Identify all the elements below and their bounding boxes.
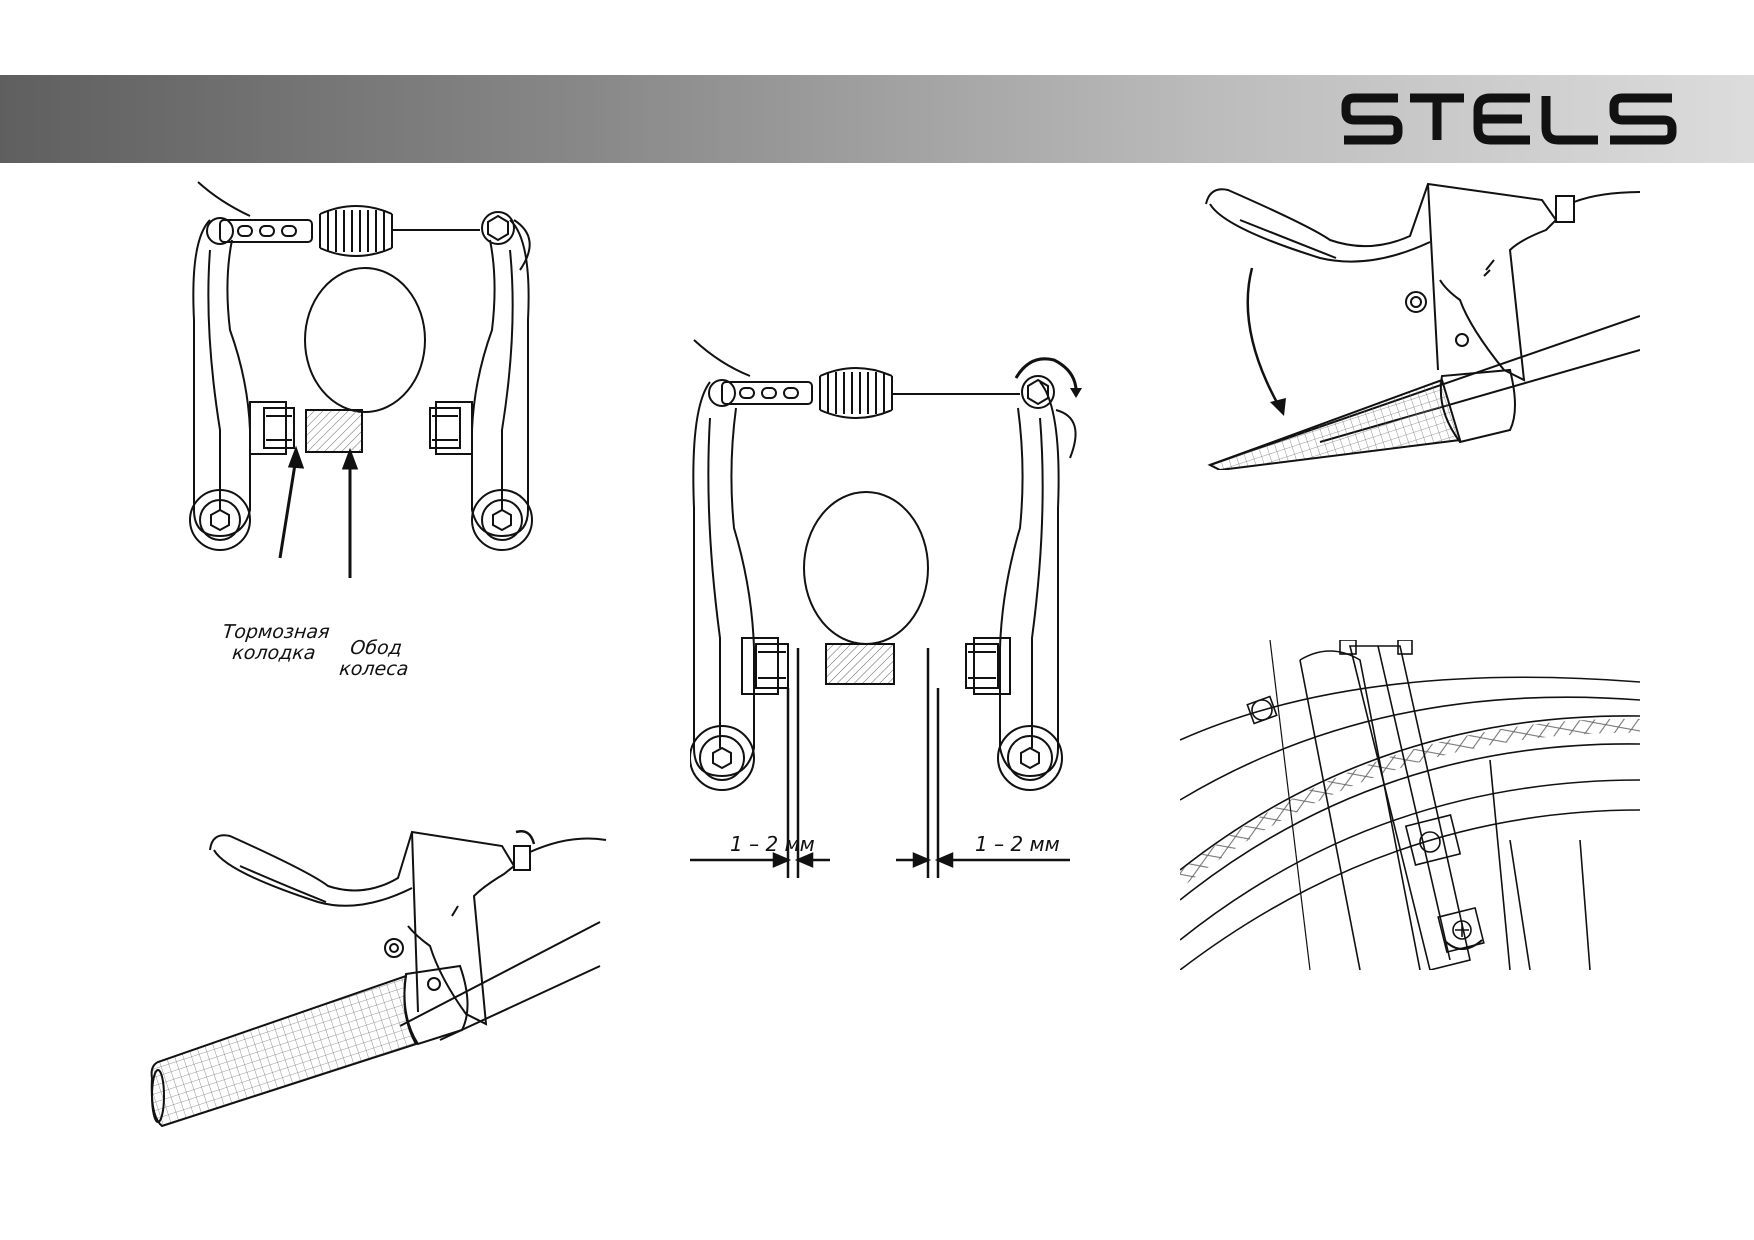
wheel-rim-label: Обод колеса — [338, 637, 410, 680]
brake-lever-figure — [150, 826, 610, 1136]
brake-lever-squeeze-figure — [1180, 180, 1640, 470]
stels-logo — [1341, 93, 1677, 145]
brake-pad-label: Тормозная колодка — [221, 621, 331, 664]
brake-pad-adjustment-figure — [1180, 640, 1640, 970]
header-gradient-bar — [0, 75, 1754, 163]
vbrake-pads-figure — [180, 180, 600, 580]
right-clearance-label: 1 – 2 мм — [975, 832, 1060, 856]
left-clearance-label: 1 – 2 мм — [730, 832, 815, 856]
vbrake-clearance-figure — [690, 338, 1090, 878]
